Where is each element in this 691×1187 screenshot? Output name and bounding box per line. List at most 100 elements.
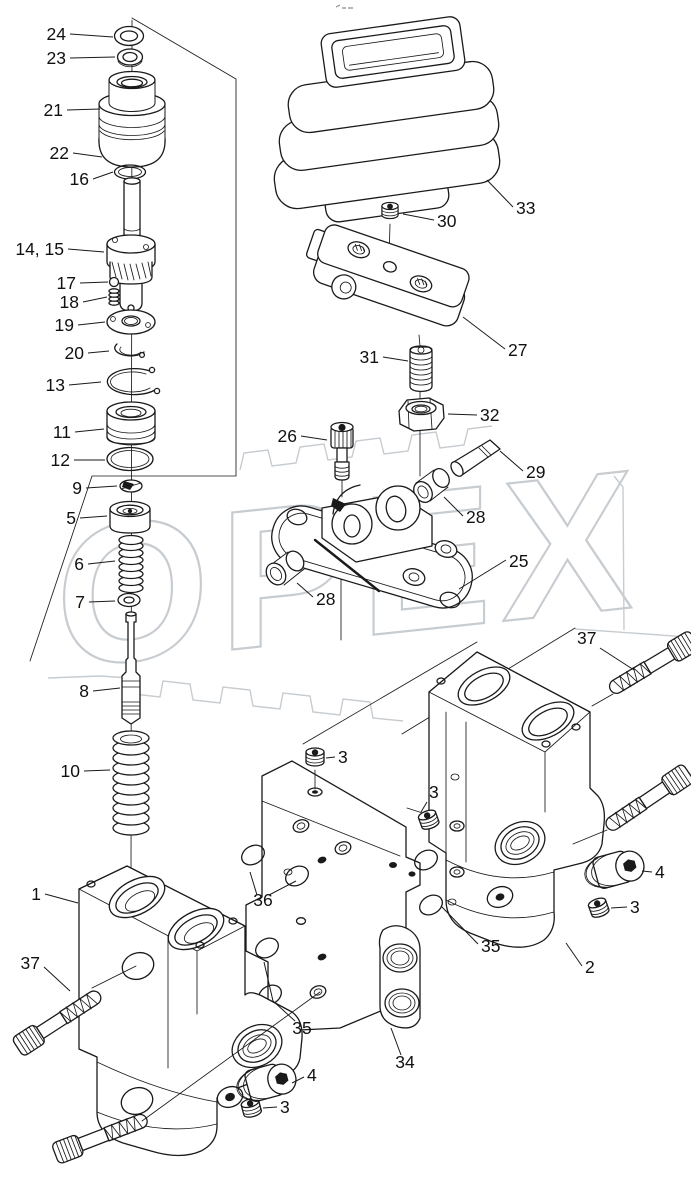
callout-leader-line (300, 435, 328, 441)
part-number-callout: 28 (466, 507, 485, 527)
part-36-o-rings (241, 844, 309, 887)
part-18-spring-tiny (108, 288, 120, 306)
part-7-washer (117, 592, 141, 608)
callout-leader-line (382, 356, 409, 362)
part-number-callout: 6 (74, 554, 84, 574)
part-number-callout: 25 (509, 551, 528, 571)
part-number-callout: 2 (585, 957, 595, 977)
callout-leader-line (263, 961, 296, 1022)
part-13-snap-ring (106, 366, 161, 396)
part-number-callout: 29 (526, 462, 545, 482)
part-16-o-ring (113, 164, 147, 180)
part-20-clip (114, 343, 146, 359)
part-number-callout: 35 (292, 1018, 311, 1038)
callout-leader-line (420, 801, 428, 813)
part-number-callout: 22 (50, 143, 69, 163)
callout-leader-line (462, 316, 506, 350)
part-number-callout: 16 (70, 169, 89, 189)
part-number-callout: 21 (44, 100, 63, 120)
part-number-callout: 33 (516, 198, 535, 218)
part-6-spring-small (118, 534, 144, 594)
callout-leader-line (92, 687, 121, 692)
callout-leader-line (82, 296, 108, 303)
part-number-callout: 4 (655, 862, 665, 882)
part-10-spring-large (112, 730, 150, 836)
callout-leader-line (599, 647, 635, 671)
part-number-callout: 36 (253, 890, 272, 910)
callout-leader-line (87, 350, 110, 354)
callout-leader-line (249, 871, 258, 896)
part-number-callout: 3 (429, 782, 439, 802)
callout-leader-line (402, 213, 435, 221)
part-17-ball (108, 276, 120, 288)
part-35-o-rings-right (414, 849, 443, 916)
callout-leader-line (262, 1106, 278, 1109)
callout-leader-line (390, 1027, 402, 1056)
callout-leader-line (291, 1076, 305, 1084)
part-24-seal-ring (113, 25, 145, 47)
callout-leader-line (610, 906, 628, 909)
callout-leader-line (69, 33, 114, 38)
callout-leader-line (44, 893, 79, 904)
part-number-callout: 30 (437, 211, 457, 231)
part-28-bushing-lower (265, 550, 305, 586)
part-11-piston (106, 401, 156, 446)
part-5-guide-cup (109, 500, 151, 534)
callout-leader-line (69, 56, 116, 59)
callout-leader-line (43, 966, 71, 992)
part-number-callout: 27 (508, 340, 527, 360)
callout-leader-line (67, 248, 105, 253)
callout-leader-line (447, 413, 478, 416)
part-number-callout: 17 (57, 273, 76, 293)
callout-leader-line (85, 485, 118, 489)
part-29-pin (450, 439, 501, 477)
part-21-22-handle-knob (98, 70, 166, 168)
callout-leader-line (87, 560, 116, 565)
screw-axis-lines (91, 693, 614, 1122)
callout-leader-line (443, 496, 464, 517)
part-number-callout: 18 (60, 292, 79, 312)
part-2-valve-body-right (428, 651, 606, 948)
part-8-spool (121, 611, 141, 725)
part-number-callout: 12 (51, 450, 70, 470)
part-number-callout: 9 (72, 478, 82, 498)
part-number-callout: 35 (481, 936, 500, 956)
part-number-callout: 7 (75, 592, 85, 612)
part-number-callout: 8 (79, 681, 89, 701)
part-27-clamp-plate (305, 224, 470, 327)
part-number-callout: 19 (55, 315, 74, 335)
part-number-callout: 31 (360, 347, 379, 367)
callout-leader-line (79, 515, 108, 519)
callout-leader-line (440, 905, 479, 945)
part-30-set-screw (381, 201, 399, 220)
callout-leader-line (486, 179, 514, 208)
callout-leader-line (458, 559, 507, 590)
part-23-seal-ring (116, 48, 144, 68)
part-number-callout: 20 (65, 343, 85, 363)
part-28-bushing-upper (413, 467, 450, 504)
part-number-callout: 10 (61, 761, 81, 781)
part-3-set-screw-top (305, 747, 325, 767)
part-37-cap-screw-d (600, 762, 691, 837)
part-31-threaded-stud (409, 345, 433, 393)
callout-leader-line (641, 870, 653, 873)
part-number-callout: 32 (480, 405, 499, 425)
part-number-callout: 3 (280, 1097, 290, 1117)
part-number-callout: 26 (278, 426, 297, 446)
part-19-cam-disc (106, 304, 156, 335)
part-number-callout: 1 (31, 884, 41, 904)
part-3-set-screw-right (586, 895, 611, 920)
part-number-callout: 37 (577, 628, 596, 648)
part-number-callout: 11 (53, 422, 71, 442)
part-14-15-flange-bushing (106, 234, 156, 312)
callout-leader-line (325, 756, 336, 759)
part-12-o-ring (106, 446, 154, 472)
callout-leader-line (72, 152, 103, 158)
part-number-callout: 3 (338, 747, 348, 767)
part-32-hex-nut (398, 397, 445, 432)
part-9-retainer-washer (119, 479, 143, 493)
callout-leader-line (68, 381, 102, 386)
callout-leader-line (74, 428, 105, 433)
